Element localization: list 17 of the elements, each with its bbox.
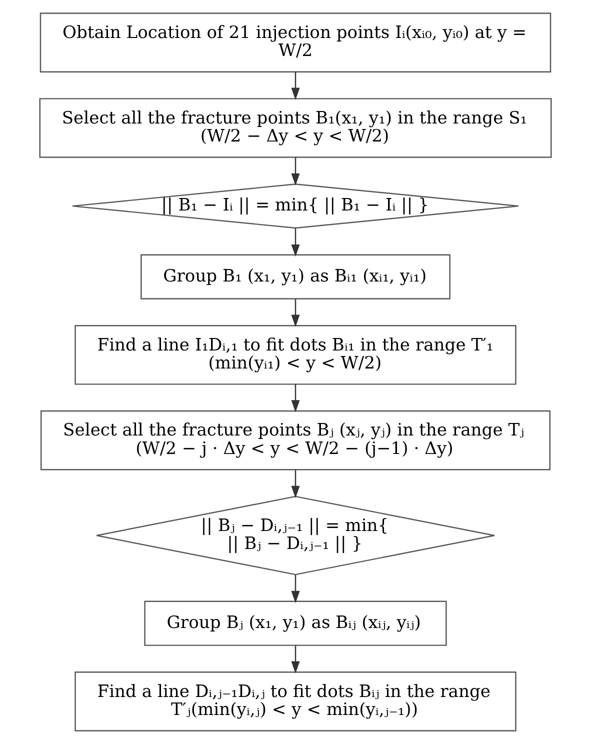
node-diamond: || B₁ − Iᵢ || = min{ || B₁ − Iᵢ || } — [71, 183, 519, 229]
arrow — [290, 470, 300, 498]
arrow — [290, 646, 300, 674]
arrow — [290, 299, 300, 327]
arrow — [290, 157, 300, 186]
node-box: Group B₁ (x₁, y₁) as Bᵢ₁ (xᵢ₁, yᵢ₁) — [140, 254, 450, 300]
node-box: Find a line Dᵢ,ⱼ₋₁Dᵢ,ⱼ to fit dots Bᵢⱼ in the range T′ⱼ(min(yᵢ,ⱼ) < y < min(yᵢ,ⱼ₋₁)) — [74, 672, 516, 732]
node-box: Find a line I₁Dᵢ,₁ to fit dots Bᵢ₁ in the range T′₁ (min(yᵢ₁) < y < W/2) — [74, 325, 516, 385]
arrow — [290, 384, 300, 412]
arrow — [290, 72, 300, 100]
arrow — [290, 574, 300, 604]
node-box: Select all the fracture points Bⱼ (xⱼ, yⱼ) in the range Tⱼ (W/2 − j · Δy < y < W/2 − (j−1) · Δy) — [40, 410, 550, 470]
node-box: Select all the fracture points B₁(x₁, y₁) in the range S₁ (W/2 − Δy < y < W/2) — [38, 98, 552, 158]
node-box: Group Bⱼ (x₁, y₁) as Bᵢⱼ (xᵢⱼ, yᵢⱼ) — [144, 600, 446, 646]
node-box: Obtain Location of 21 injection points Iᵢ(xᵢ₀, yᵢ₀) at y = W/2 — [39, 12, 551, 72]
arrow — [290, 228, 300, 257]
node-diamond: || Bⱼ − Dᵢ,ⱼ₋₁ || = min{ || Bⱼ − Dᵢ,ⱼ₋₁ || } — [96, 496, 494, 576]
